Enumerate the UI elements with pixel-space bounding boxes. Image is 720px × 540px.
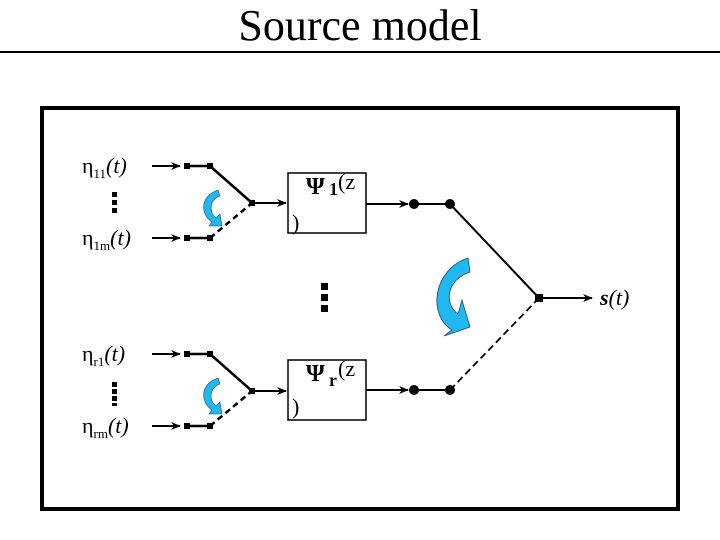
slide-title: Source model	[238, 1, 482, 50]
switch-arm-dashed	[209, 390, 253, 427]
filter-psi-symbol: Ψ	[306, 174, 325, 200]
switch-arm	[209, 353, 253, 392]
switch-arm	[209, 165, 253, 204]
filter-subscript: r	[329, 370, 337, 390]
input-label-eta-rm: ηrm(t)	[82, 413, 129, 441]
vertical-ellipsis-icon	[112, 192, 117, 213]
vertical-ellipsis-icon	[321, 283, 328, 312]
filter-arg-close: )	[292, 394, 299, 419]
switch-arm	[449, 203, 540, 299]
filter-block-psi-1	[287, 172, 367, 234]
channel-group-1: η11(t) η1m(t) Ψ 1 (z )	[82, 153, 455, 253]
filter-subscript: 1	[329, 179, 338, 199]
output-label: s(t)	[599, 285, 629, 310]
input-label-eta-1m: η1m(t)	[82, 225, 131, 253]
input-label-eta-11: η11(t)	[82, 153, 127, 181]
output-switch: s(t)	[436, 203, 629, 391]
channel-group-r: ηr1(t) ηrm(t) Ψ r (z )	[82, 341, 455, 441]
switch-arm-dashed	[209, 202, 253, 239]
rotation-arrow-icon	[203, 377, 223, 415]
filter-arg-close: )	[292, 210, 299, 235]
filter-psi-symbol: Ψ	[306, 361, 325, 387]
filter-arg-open: (z	[338, 356, 355, 381]
rotation-arrow-icon	[203, 189, 223, 227]
input-label-eta-r1: ηr1(t)	[82, 341, 125, 369]
vertical-ellipsis-icon	[112, 382, 117, 406]
title-rule	[0, 51, 720, 53]
rotation-arrow-icon	[436, 257, 471, 337]
filter-arg-open: (z	[338, 169, 355, 194]
diagram-frame	[40, 106, 680, 511]
